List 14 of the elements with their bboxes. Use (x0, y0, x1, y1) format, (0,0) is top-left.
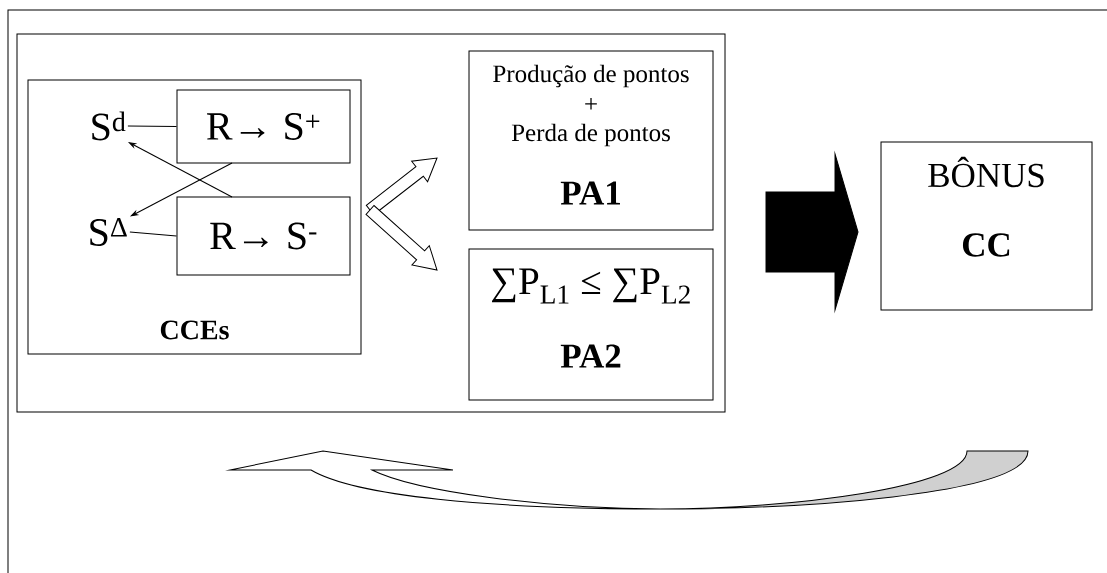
symbol-label: S$^{Δ}$ (90, 218, 127, 246)
arrow (130, 162, 233, 217)
frame-box (16, 33, 726, 413)
connector-line (129, 231, 177, 237)
text-box: BÔNUS CC (880, 141, 1093, 311)
connector-line (127, 125, 177, 127)
formula-box: R→ S$^{+}$ (176, 89, 351, 164)
hollow-arrow (365, 205, 438, 271)
text-box: Produção de pontos + Perda de pontos PA1 (468, 50, 714, 231)
formula-box: R→ S$^{-}$ (176, 196, 351, 276)
text-box: ∑P$_{L1}$ ≤ ∑P$_{L2}$ PA2 (468, 248, 714, 401)
arrow (128, 142, 233, 198)
block-arrow (765, 153, 859, 311)
symbol-label: S$^{d}$ (92, 111, 126, 141)
